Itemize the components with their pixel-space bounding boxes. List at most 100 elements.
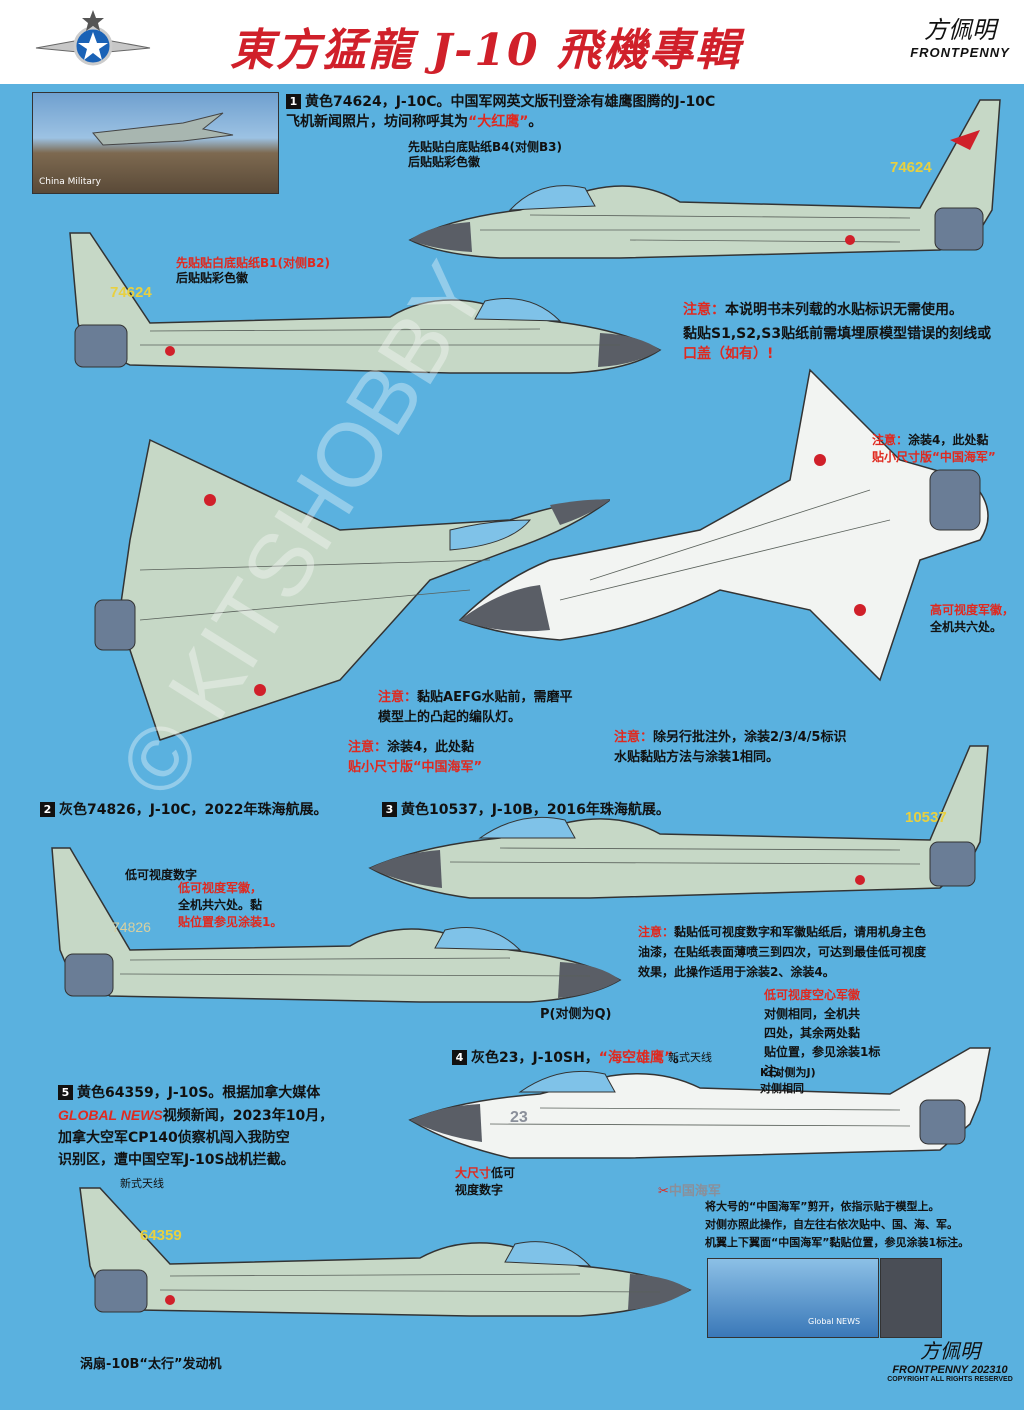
note2-line1: 黏贴S1,S2,S3贴纸前需填埋原模型错误的刻线或 — [683, 326, 992, 342]
scheme4-note-line3: 四处，其余两处黏 — [764, 1026, 861, 1040]
brand-logo: 方佩明 FRONTPENNY — [905, 10, 1015, 60]
note2-line2: 口盖（如有）! — [683, 346, 774, 362]
scheme4-note-line4: 贴位置，参见涂装1标 — [764, 1045, 881, 1059]
note6-label: 注意： — [348, 740, 388, 755]
photo-credit: China Military — [39, 177, 101, 187]
scheme4-note-line2: 对侧相同，全机共 — [764, 1007, 861, 1021]
scheme2-note-line2: 全机共六处。黏 — [178, 898, 263, 912]
decal-order-callout-left: 先贴贴白底贴纸B1(对侧B2) 后贴贴彩色徽 — [176, 256, 330, 286]
intercept-photo: Global NEWS — [707, 1258, 879, 1338]
scheme3-note-line1: 黏贴低可视度数字和军徽贴纸后，请用机身主色 — [674, 925, 927, 939]
note4-text2: 贴小尺寸版“中国海军” — [872, 450, 996, 464]
note1-label: 注意： — [683, 302, 725, 318]
tail-number-74826: 74826 — [112, 919, 151, 935]
scheme5-line3: 加拿大空军CP140侦察机闯入我防空 — [58, 1130, 290, 1146]
note6-text: 涂装4，此处黏 — [387, 740, 475, 755]
note3-text2: 模型上的凸起的编队灯。 — [378, 710, 522, 725]
footer-brand-name: FRONTPENNY 202310 — [892, 1364, 1008, 1376]
tail-closeup-photo — [880, 1258, 942, 1338]
scheme1-desc: 1 黄色74624，J-10C。中国军网英文版刊登涂有雄鹰图腾的J-10C 飞机新… — [286, 92, 716, 132]
tail-number-74624-left: 74624 — [110, 284, 152, 301]
scheme3-note-line3: 效果，此操作适用于涂装2、涂装4。 — [638, 965, 835, 979]
note5-text2: 水贴黏贴方法与涂装1相同。 — [614, 750, 780, 765]
scheme5-line4: 识别区，遭中国空军J-10S战机拦截。 — [58, 1152, 295, 1168]
scheme5-antenna-label: 新式天线 — [120, 1177, 164, 1190]
scheme2-number: 2 — [40, 802, 55, 817]
aircraft-top-view — [94, 438, 610, 741]
tail-number-10537: 10537 — [905, 809, 947, 826]
note6-text2: 贴小尺寸版“中国海军” — [348, 760, 483, 775]
big-digits-label3: 视度数字 — [455, 1183, 504, 1197]
brand-signature: 方佩明 — [924, 16, 996, 44]
scheme3-text: 黄色10537，J-10B，2016年珠海航展。 — [401, 802, 670, 818]
global-news-label: GLOBAL NEWS — [58, 1107, 163, 1123]
scheme1-period: 。 — [528, 114, 543, 130]
first-apply-left-text: 先贴贴白底贴纸B1(对侧B2) — [176, 256, 330, 270]
copyright-text: COPYRIGHT ALL RIGHTS RESERVED — [887, 1376, 1013, 1383]
scheme1-line2: 飞机新闻照片，坊间称呼其为 — [286, 114, 468, 130]
news-photo: China Military — [32, 92, 279, 194]
scheme5-number: 5 — [58, 1085, 73, 1100]
note3-text: 黏贴AEFG水贴前，需磨平 — [417, 690, 573, 705]
navy-label-text: 中国海军 — [668, 1184, 721, 1199]
scheme3-number: 3 — [382, 802, 397, 817]
brand-name: FRONTPENNY — [910, 45, 1010, 60]
scheme4-instr-line3: 机翼上下翼面“中国海军”黏贴位置，参见涂装1标注。 — [705, 1236, 970, 1249]
scheme4-instr-line1: 将大号的“中国海军”剪开，依指示贴于模型上。 — [705, 1200, 940, 1213]
scheme5-line2: 视频新闻，2023年10月， — [162, 1108, 334, 1124]
aircraft-bottom-view — [458, 368, 989, 682]
scheme4-roundel-note: 低可视度空心军徽 对侧相同，全机共 四处，其余两处黏 贴位置，参见涂装1标 注。 — [764, 986, 904, 1081]
scheme4-note-line5: 注。 — [764, 1064, 789, 1078]
scheme5-desc: 5 黄色64359，J-10S。根据加拿大媒体 GLOBAL NEWS视频新闻，2… — [58, 1082, 418, 1171]
scheme4-instructions: 将大号的“中国海军”剪开，依指示贴于模型上。 对侧亦照此操作，自左往右依次贴中、… — [705, 1198, 1020, 1252]
big-digits-label1: 大尺寸 — [455, 1166, 492, 1180]
scheme2-note-line1: 低可视度军徽， — [178, 881, 263, 895]
scheme3-note-line2: 油漆，在贴纸表面薄喷三到四次，可达到最佳低可视度 — [638, 945, 927, 959]
footer-signature: 方佩明 — [920, 1339, 980, 1363]
air-force-emblem-icon — [35, 10, 151, 66]
low-vis-digits-label: 低可视度数字 — [125, 868, 198, 882]
global-news-credit: Global NEWS — [808, 1317, 861, 1326]
aircraft-profile-64359: 64359 — [79, 1187, 692, 1317]
scheme2-note-line3: 贴位置参见涂装1。 — [178, 915, 283, 929]
engine-label: 涡扇-10B“太行”发动机 — [80, 1357, 222, 1372]
k-label: K(对侧为J) 对侧相同 — [760, 1065, 816, 1097]
k-label-line2: 对侧相同 — [760, 1082, 804, 1095]
scheme1-number: 1 — [286, 94, 301, 109]
scheme1-line1: 黄色74624，J-10C。中国军网英文版刊登涂有雄鹰图腾的J-10C — [305, 94, 716, 110]
decal-order-callout-right: 先贴贴白底贴纸B4(对侧B3) 后贴贴彩色徽 — [408, 140, 562, 170]
note-unlisted-decals: 注意：本说明书未列载的水贴标识无需使用。 — [683, 300, 1018, 320]
scheme2-roundel-note: 低可视度军徽， 全机共六处。黏 贴位置参见涂装1。 — [178, 880, 282, 931]
note-high-vis-roundel: 高可视度军徽， 全机共六处。 — [930, 602, 1014, 636]
tail-number-64359: 64359 — [140, 1227, 182, 1244]
scheme1-nickname: “大红鹰” — [468, 114, 529, 130]
scheme4-antenna-label: 新式天线 — [668, 1051, 712, 1064]
note4-label: 注意： — [872, 433, 909, 447]
side-number-23: 23 — [510, 1109, 528, 1126]
note-same-method: 注意：除另行批注外，涂装2/3/4/5标识 水贴黏贴方法与涂装1相同。 — [614, 728, 846, 768]
scheme3-note-label: 注意： — [638, 925, 675, 939]
scheme3-desc: 3 黄色10537，J-10B，2016年珠海航展。 — [382, 800, 670, 820]
p-q-label: P(对侧为Q) — [540, 1007, 612, 1022]
aircraft-profile-10537: 10537 — [368, 745, 989, 899]
note1-text: 本说明书未列载的水贴标识无需使用。 — [725, 302, 963, 318]
tail-number-74624-right: 74624 — [890, 159, 932, 176]
scheme3-note: 注意：黏贴低可视度数字和军徽贴纸后，请用机身主色 油漆，在贴纸表面薄喷三到四次，… — [638, 922, 1018, 982]
note-small-navy-label-left: 注意：涂装4，此处黏 贴小尺寸版“中国海军” — [348, 738, 482, 778]
aircraft-profile-74826: 74826 — [51, 847, 622, 1003]
note3-label: 注意： — [378, 690, 418, 705]
scheme5-line1: 黄色64359，J-10S。根据加拿大媒体 — [77, 1085, 321, 1101]
navy-cut-label: ✂中国海军 — [658, 1182, 721, 1202]
footer-brand: 方佩明 FRONTPENNY 202310 COPYRIGHT ALL RIGH… — [885, 1335, 1015, 1383]
scheme4-nickname: “海空雄鹰” — [598, 1050, 674, 1066]
aircraft-profile-right: 74624 — [408, 99, 1001, 259]
scheme4-number: 4 — [452, 1050, 467, 1065]
page-title: 東方猛龍 J-10 飛機專輯 — [230, 25, 741, 76]
scheme4-note-line1: 低可视度空心军徽 — [764, 988, 861, 1002]
note7-line1: 高可视度军徽， — [930, 603, 1015, 617]
aircraft-profile-23: 23 — [408, 1047, 991, 1159]
note5-label: 注意： — [614, 730, 654, 745]
scissors-icon: ✂ — [658, 1184, 669, 1199]
